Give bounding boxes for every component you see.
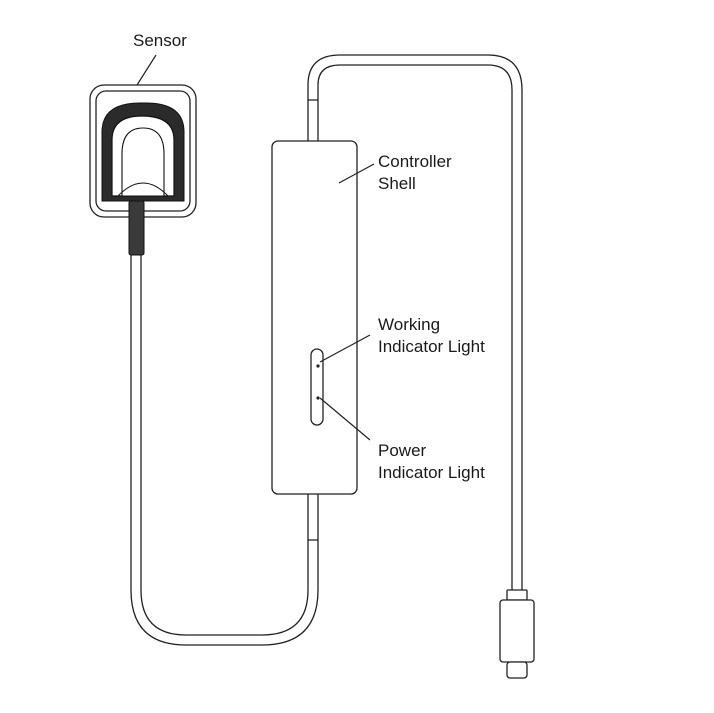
power-light-leader [319,397,371,441]
working-indicator-light-label: Working Indicator Light [378,315,485,356]
power-indicator-light [316,396,320,400]
sensor-leader [136,54,157,86]
indicator-light-slot [310,348,324,426]
power-indicator-light-label: Power Indicator Light [378,441,485,482]
controller-shell-label: Controller Shell [378,152,452,193]
controller-shell-leader [338,163,375,184]
bottom-strain-relief [307,491,319,541]
working-light-leader [319,334,371,363]
sensor-cable-boot [128,200,145,256]
controller-shell [271,140,358,495]
sensor-cable [130,254,319,646]
usb-c-plug [499,589,535,679]
working-indicator-light [316,364,320,368]
sensor [89,84,197,256]
top-strain-relief [307,99,319,143]
sensor-label: Sensor [133,31,187,50]
usb-cable [307,54,523,591]
